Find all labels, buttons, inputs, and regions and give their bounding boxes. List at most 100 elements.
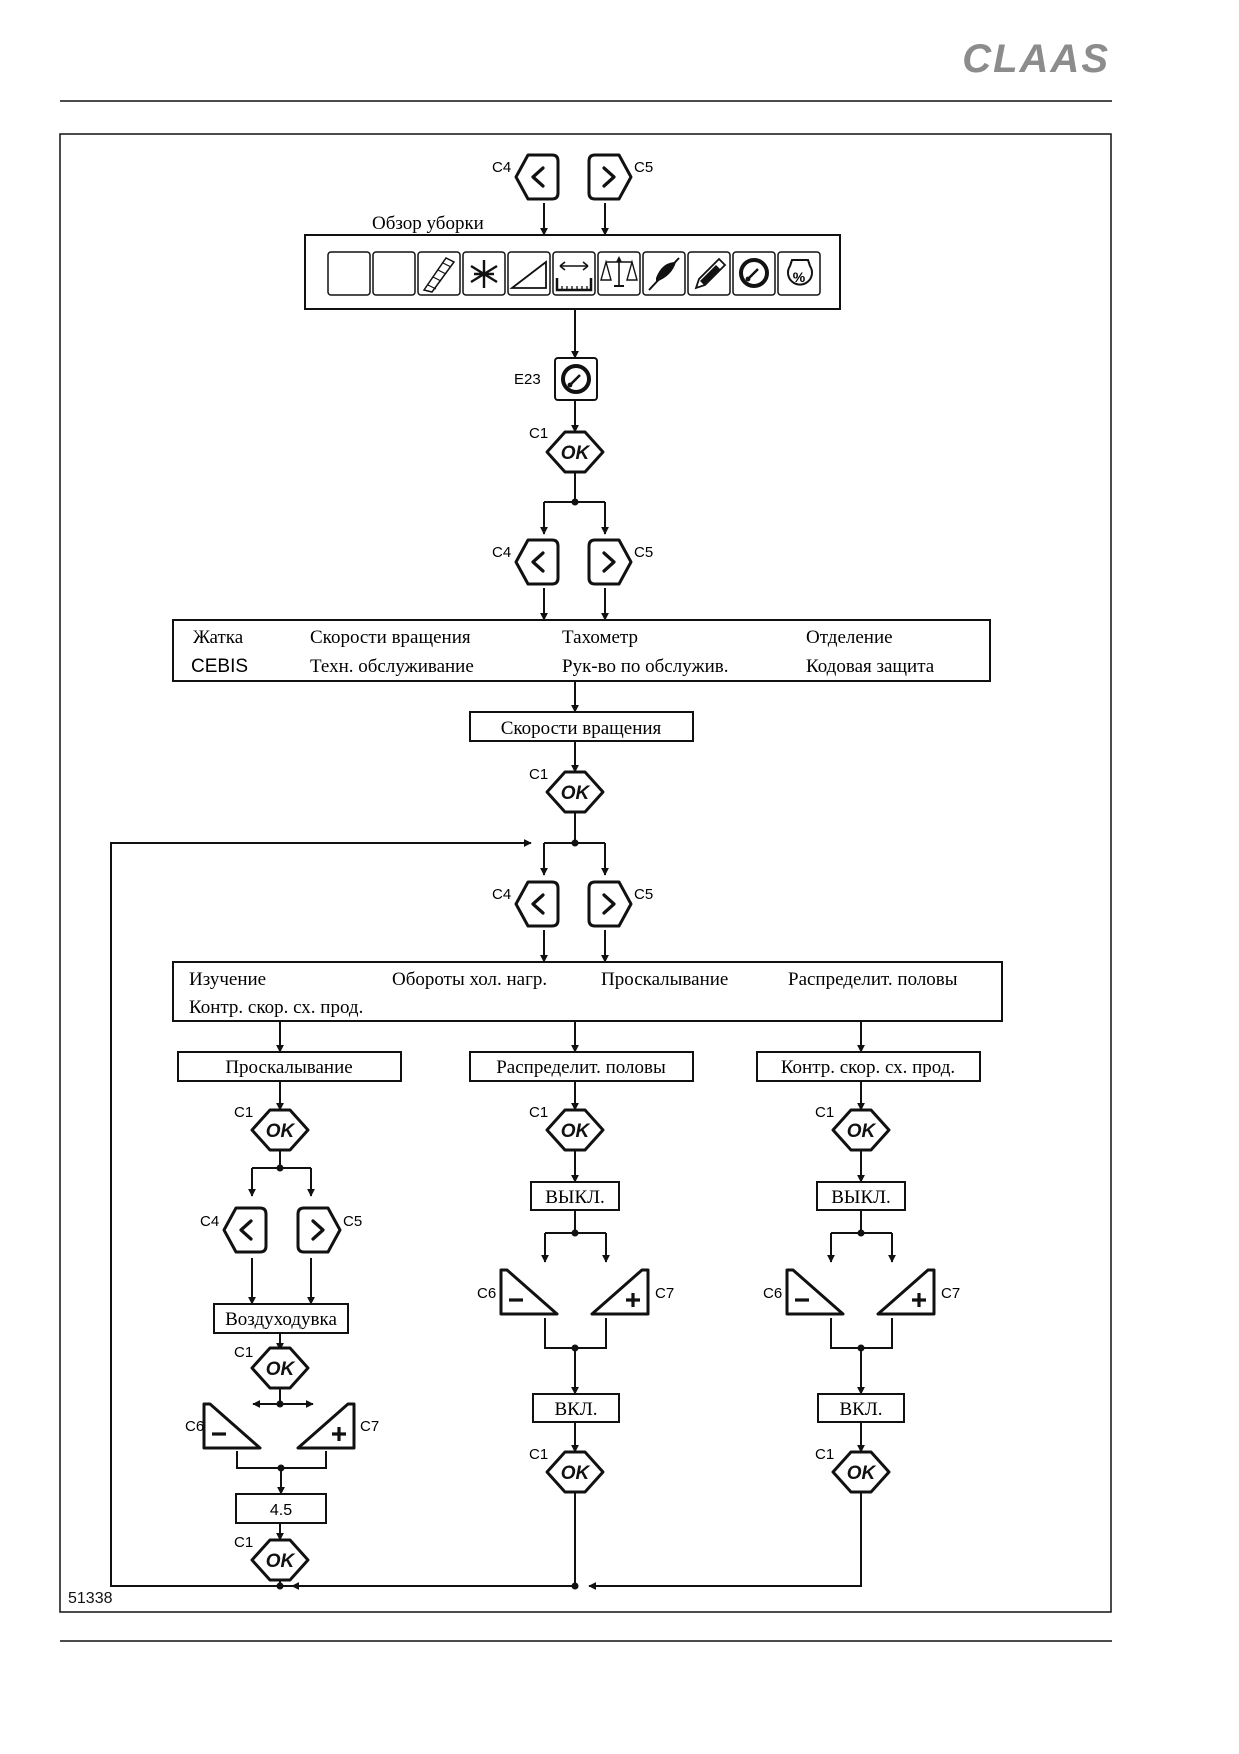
right-c7-label: C7 (941, 1285, 960, 1302)
width-icon[interactable] (552, 251, 596, 296)
speed-item-conveyor-check[interactable]: Контр. скор. сх. прод. (189, 997, 363, 1018)
left-c1-ok-key-2[interactable] (250, 1346, 310, 1390)
icon-strip: % (327, 251, 821, 296)
svg-text:%: % (793, 269, 806, 285)
svg-text:C5: C5 (634, 159, 653, 176)
left-c4-label: C4 (200, 1213, 219, 1230)
chaff-box (469, 1051, 694, 1082)
left-c4-left-key[interactable] (222, 1206, 268, 1254)
menu-item-speeds[interactable]: Скорости вращения (310, 627, 471, 648)
c5-right-key-3[interactable] (587, 880, 633, 928)
middle-c1-label-2: C1 (529, 1446, 548, 1463)
blank-slot-1[interactable] (327, 251, 371, 296)
brand-logo: CLAAS (962, 37, 1110, 81)
middle-c1-ok-key[interactable] (545, 1108, 605, 1152)
blower-box (213, 1303, 349, 1334)
middle-c1-label: C1 (529, 1104, 548, 1121)
slip-title: Проскалывание (225, 1057, 352, 1078)
tachometer-icon[interactable] (732, 251, 776, 296)
right-c7-plus-key[interactable] (876, 1268, 936, 1316)
e23-tachometer-key[interactable] (554, 357, 598, 401)
right-c6-minus-key[interactable] (785, 1268, 845, 1316)
conveyor-box (756, 1051, 981, 1082)
speed-menu-box (172, 961, 1003, 1022)
menu-item-header[interactable]: Жатка (193, 627, 244, 648)
scale-icon[interactable] (597, 251, 641, 296)
left-c1-ok-key-3[interactable] (250, 1538, 310, 1582)
left-c5-right-key[interactable] (296, 1206, 342, 1254)
menu-item-maintenance[interactable]: Техн. обслуживание (310, 656, 474, 677)
left-c5-label: C5 (343, 1213, 362, 1230)
right-c1-label: C1 (815, 1104, 834, 1121)
c5-label: C5 (634, 544, 653, 561)
right-c1-ok-key[interactable] (831, 1108, 891, 1152)
right-c1-ok-key-2[interactable] (831, 1450, 891, 1494)
c1-label: C1 (529, 425, 548, 442)
figure-number: 51338 (68, 1590, 113, 1607)
middle-c1-ok-key-2[interactable] (545, 1450, 605, 1494)
right-on-box (817, 1393, 905, 1423)
chaff-title: Распределит. половы (496, 1057, 666, 1078)
c4-label: C4 (492, 544, 511, 561)
middle-on-label: ВКЛ. (555, 1399, 598, 1420)
right-c6-label: C6 (763, 1285, 782, 1302)
conveyor-title: Контр. скор. сх. прод. (781, 1057, 955, 1078)
blank-slot-2[interactable] (372, 251, 416, 296)
value-display: 4.5 (270, 1502, 292, 1519)
figure-frame (59, 133, 1112, 1613)
c1-ok-key-2[interactable] (545, 770, 605, 814)
grain-icon[interactable] (642, 251, 686, 296)
c4-left-key-2[interactable] (514, 538, 560, 586)
header-icon[interactable] (417, 251, 461, 296)
right-c1-label-2: C1 (815, 1446, 834, 1463)
middle-c6-minus-key[interactable] (499, 1268, 559, 1316)
menu-item-cebis[interactable]: CEBIS (191, 656, 248, 677)
top-c4-group: C4 (492, 153, 560, 201)
right-branch: Контр. скор. сх. прод. C1 ВЫКЛ. C6 C7 ВК… (588, 1051, 981, 1590)
value-display-box (235, 1493, 327, 1524)
speed-menu-items: Изучение Обороты хол. нагр. Проскалывани… (189, 969, 958, 1018)
percent-icon[interactable]: % (777, 251, 821, 296)
speed-item-chaff-spreader[interactable]: Распределит. половы (788, 969, 958, 990)
c4-left-key[interactable] (514, 153, 560, 201)
middle-c7-label: C7 (655, 1285, 674, 1302)
c1-ok-key[interactable] (545, 430, 605, 474)
c4-label-3: C4 (492, 886, 511, 903)
main-menu-box (172, 619, 991, 682)
blower-label: Воздуходувка (225, 1309, 337, 1330)
c5-label-3: C5 (634, 886, 653, 903)
left-c7-plus-key[interactable] (296, 1402, 356, 1450)
c5-right-key-2[interactable] (587, 538, 633, 586)
c1-label-2: C1 (529, 766, 548, 783)
top-c5-group: C5 (587, 153, 653, 201)
middle-c7-plus-key[interactable] (590, 1268, 650, 1316)
c5-right-key[interactable] (587, 153, 633, 201)
left-c6-minus-key[interactable] (202, 1402, 262, 1450)
speed-item-slip[interactable]: Проскалывание (601, 969, 728, 990)
menu-item-separation[interactable]: Отделение (806, 627, 893, 648)
middle-c6-label: C6 (477, 1285, 496, 1302)
right-on-label: ВКЛ. (840, 1399, 883, 1420)
left-c1-label-2: C1 (234, 1344, 253, 1361)
speed-item-idle-rpm[interactable]: Обороты хол. нагр. (392, 969, 547, 990)
left-branch: Проскалывание C1 C4 C5 Воздуходувка C1 C… (177, 1051, 402, 1590)
left-c1-ok-key[interactable] (250, 1108, 310, 1152)
menu-item-service-guide[interactable]: Рук-во по обслужив. (562, 656, 728, 677)
speed-item-learn[interactable]: Изучение (189, 969, 266, 990)
middle-off-label: ВЫКЛ. (545, 1187, 605, 1208)
left-c1-label: C1 (234, 1104, 253, 1121)
menu-item-tachometer[interactable]: Тахометр (562, 627, 638, 648)
thresher-icon[interactable] (462, 251, 506, 296)
left-c1-label-3: C1 (234, 1534, 253, 1551)
menu-item-code-protection[interactable]: Кодовая защита (806, 656, 935, 677)
selected-speeds-box (469, 711, 694, 742)
slope-icon[interactable] (507, 251, 551, 296)
left-c6-label: C6 (185, 1418, 204, 1435)
pencil-icon[interactable] (687, 251, 731, 296)
left-c7-label: C7 (360, 1418, 379, 1435)
e23-label: E23 (514, 371, 541, 388)
slip-box (177, 1051, 402, 1082)
c4-left-key-3[interactable] (514, 880, 560, 928)
right-off-label: ВЫКЛ. (831, 1187, 891, 1208)
